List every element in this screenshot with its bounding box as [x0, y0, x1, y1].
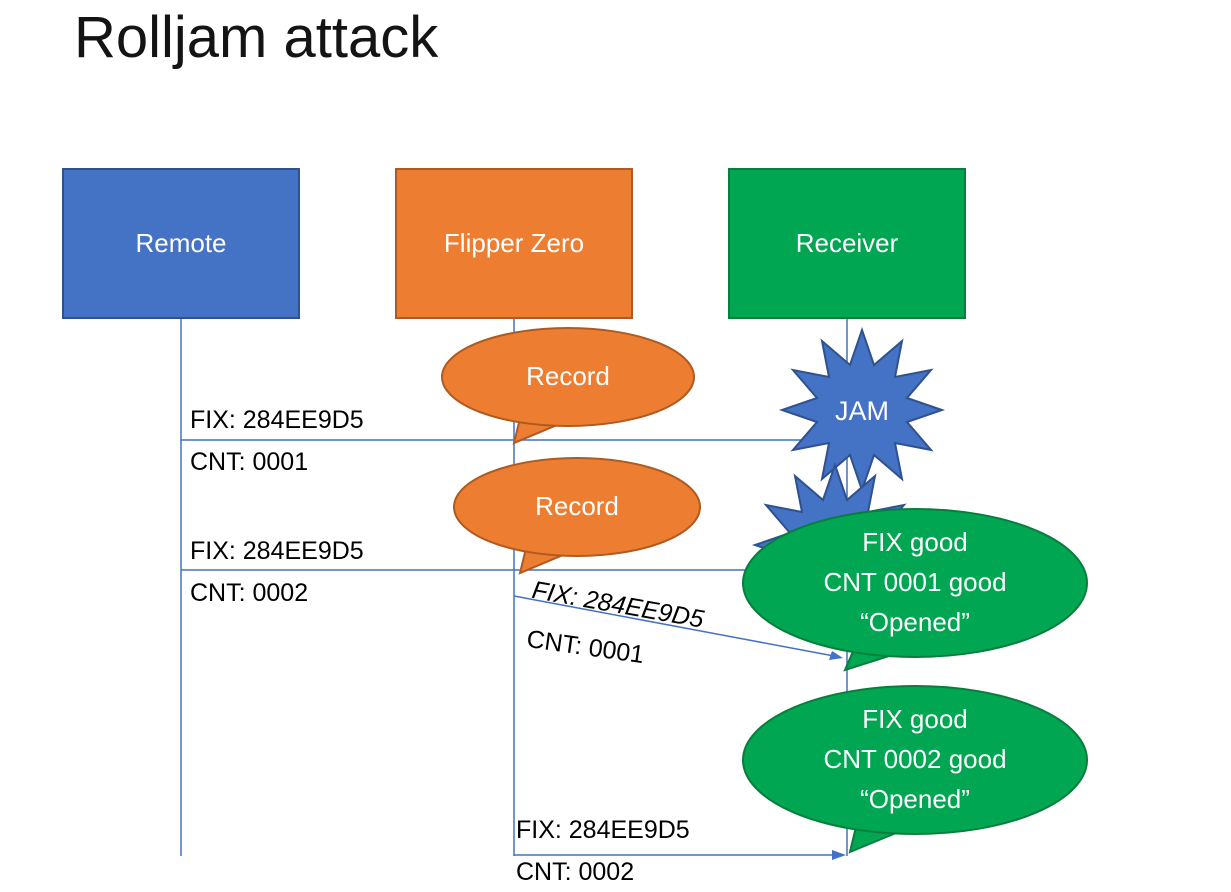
receiver-ok-1-line-3: “Opened”: [860, 607, 970, 637]
receiver-ok-callout-2-text: FIX good CNT 0002 good “Opened”: [765, 699, 1065, 819]
actor-box-flipper-zero: Flipper Zero: [395, 168, 633, 319]
message-2-cnt-label: CNT: 0002: [190, 579, 309, 607]
actor-label-receiver: Receiver: [795, 228, 899, 258]
actor-label-remote: Remote: [135, 228, 227, 258]
receiver-ok-callout-1-shape: [742, 508, 1088, 658]
receiver-ok-2-line-1: FIX good: [862, 704, 968, 734]
message-2-fix-label: FIX: 284EE9D5: [190, 537, 364, 565]
receiver-ok-2-line-2: CNT 0002 good: [823, 744, 1007, 774]
replay-1-arrowhead-icon: [829, 651, 843, 660]
replay-2-arrowhead-icon: [832, 850, 846, 860]
receiver-ok-callout-2-shape: [742, 685, 1088, 835]
receiver-ok-1-line-2: CNT 0001 good: [823, 567, 1007, 597]
receiver-ok-callout-1-text: FIX good CNT 0001 good “Opened”: [765, 522, 1065, 642]
jam-label: JAM: [835, 396, 889, 426]
actor-box-receiver: Receiver: [728, 168, 966, 319]
record-callout-2-shape: [453, 457, 701, 557]
actor-label-flipper-zero: Flipper Zero: [443, 228, 585, 258]
record-callout-2-label: Record: [535, 491, 619, 521]
slide-title: Rolljam attack: [74, 5, 439, 70]
record-callout-1-label: Record: [526, 361, 610, 391]
message-1-cnt-label: CNT: 0001: [190, 448, 309, 476]
record-callout-1-shape: [441, 327, 695, 427]
message-1-fix-label: FIX: 284EE9D5: [190, 406, 364, 434]
receiver-ok-2-line-3: “Opened”: [860, 784, 970, 814]
actor-box-remote: Remote: [62, 168, 300, 319]
receiver-ok-1-line-1: FIX good: [862, 527, 968, 557]
replay-2-cnt-label: CNT: 0002: [516, 858, 635, 886]
replay-1-line: [513, 595, 835, 657]
replay-2-fix-label: FIX: 284EE9D5: [516, 816, 690, 844]
